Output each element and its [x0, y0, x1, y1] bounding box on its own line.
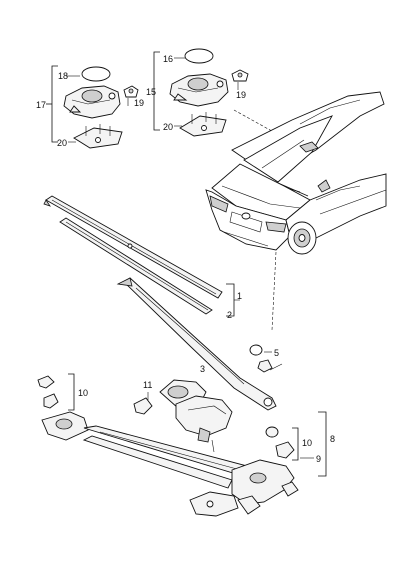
callout-19-right: 19 — [236, 90, 246, 100]
fastener-10-left — [37, 375, 59, 409]
cover-assembly-left: 17 18 19 20 — [36, 65, 144, 149]
cap-19-left — [123, 85, 139, 98]
callout-1: 1 — [237, 291, 242, 301]
seal-ring-16 — [184, 48, 214, 64]
motor-cap-11 — [133, 397, 153, 415]
wiper-motor — [159, 379, 233, 453]
mounting-plate-20-right — [179, 112, 227, 137]
callout-5: 5 — [274, 348, 279, 358]
callout-8: 8 — [330, 434, 335, 444]
callout-10-right: 10 — [302, 438, 312, 448]
callout-17: 17 — [36, 100, 46, 110]
callout-20-right: 20 — [163, 122, 173, 132]
bracket-8 — [318, 411, 327, 477]
cap-5 — [249, 344, 273, 373]
wiper-bearing-housing-right — [169, 73, 229, 107]
car-illustration — [205, 91, 387, 255]
wiper-arm-3 — [116, 277, 277, 411]
pointer-to-arm — [271, 251, 277, 331]
callout-15: 15 — [146, 87, 156, 97]
callout-16: 16 — [163, 54, 173, 64]
cap-19-right — [231, 69, 249, 82]
pointer-to-car — [233, 109, 307, 151]
wiper-bearing-housing-left — [63, 85, 121, 119]
mounting-plate-20-left — [73, 124, 123, 149]
bracket-10-right — [292, 427, 299, 461]
callout-10-left: 10 — [78, 388, 88, 398]
callout-20-left: 20 — [57, 138, 67, 148]
fastener-10-right — [265, 426, 295, 459]
callout-2: 2 — [227, 310, 232, 320]
bracket-10-left — [68, 373, 75, 411]
cover-assembly-right: 16 15 19 20 — [146, 48, 249, 137]
callout-3: 3 — [200, 364, 205, 374]
callout-18: 18 — [58, 71, 68, 81]
callout-19-left: 19 — [134, 98, 144, 108]
wiper-blade-2 — [59, 217, 213, 315]
roof-cover-highlight — [299, 141, 319, 153]
wiper-linkage-frame — [41, 411, 299, 517]
callout-9: 9 — [316, 454, 321, 464]
bracket-15 — [153, 51, 160, 131]
seal-ring-18 — [81, 66, 111, 82]
bracket-17 — [46, 65, 58, 143]
callout-11: 11 — [143, 380, 152, 390]
wiper-blade-1 — [43, 195, 223, 299]
